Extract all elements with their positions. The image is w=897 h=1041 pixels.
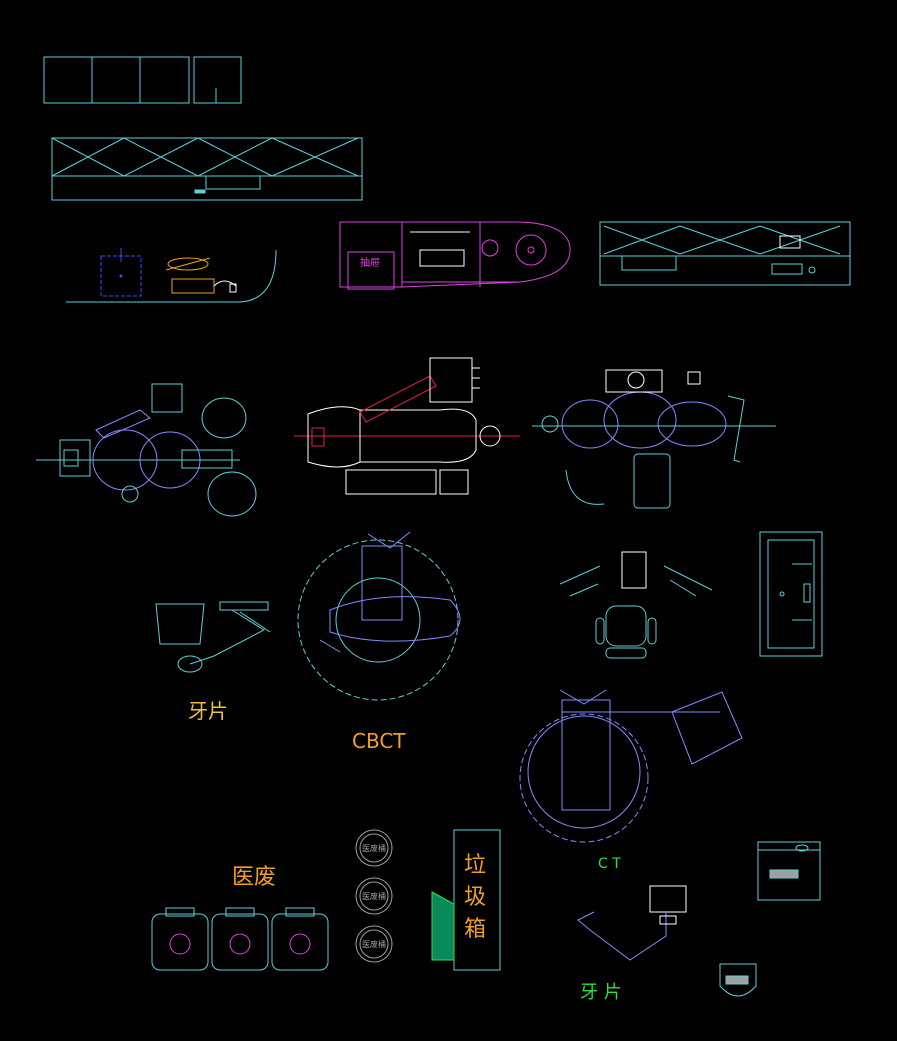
shield-block: [719, 963, 757, 997]
xray-left-label: 牙片: [188, 699, 228, 723]
trash-char-3: 箱: [464, 917, 486, 942]
trash-char-1: 垃: [464, 853, 486, 878]
ct-device-block: [519, 689, 743, 843]
sink-block: [759, 531, 823, 657]
ct-label: C T: [598, 856, 621, 872]
trash-char-2: 圾: [464, 885, 486, 910]
reception-desk-block: 抽屉: [339, 221, 571, 290]
appliance-block: [757, 841, 821, 901]
xray-bottom-label: 牙 片: [580, 982, 622, 1003]
upper-cabinet-block: [43, 56, 242, 104]
cbct-device-block: [297, 531, 461, 701]
bin-1-label: 医废桶: [362, 843, 386, 853]
dental-chair-right-block: [532, 369, 776, 509]
long-cabinet-block: [51, 137, 363, 201]
bin-3-label: 医废桶: [362, 939, 386, 949]
consult-table-block: [559, 551, 713, 659]
wall-cabinet-block: [599, 221, 851, 286]
cbct-label: CBCT: [352, 729, 406, 753]
medical-waste-containers: [151, 907, 329, 971]
desk-with-computer-block: [66, 248, 277, 303]
trash-box-block: [431, 829, 501, 971]
medical-waste-label: 医废: [232, 865, 276, 890]
dental-chair-left-block: [36, 383, 257, 517]
drawer-label: 抽屉: [360, 256, 380, 269]
xray-unit-bottom-block: [577, 885, 687, 961]
bin-2-label: 医废桶: [362, 891, 386, 901]
round-waste-bins: [355, 829, 393, 963]
dental-chair-center-block: [294, 357, 520, 495]
xray-unit-left-block: [155, 601, 271, 673]
